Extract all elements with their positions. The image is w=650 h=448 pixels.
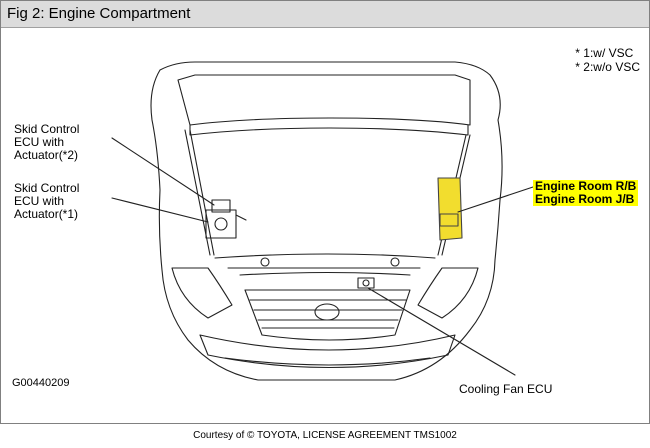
label-line: ECU with [14,194,65,208]
label-line: Skid Control [14,122,80,136]
skid-control-ecu-actuator [205,199,247,239]
hood [177,74,471,126]
label-engine-room-rb-jb: Engine Room R/B Engine Room J/B [533,179,639,206]
leader-line-cooling-fan [367,287,516,376]
label-line: Engine Room J/B [535,192,635,206]
cooling-fan-ecu [357,277,375,289]
figure-title: Fig 2: Engine Compartment [7,5,191,22]
legend-item-vsc: * 1:w/ VSC [575,46,634,60]
car-body-outline [150,61,503,381]
leader-line-engine-room [457,186,534,213]
label-line: Actuator(*1) [14,207,79,221]
copyright-footer: Courtesy of © TOYOTA, LICENSE AGREEMENT … [193,430,457,441]
legend: * 1:w/ VSC * 2:w/o VSC [575,46,640,74]
title-bar: Fig 2: Engine Compartment [1,1,649,28]
engine-room-relay-block [437,177,463,241]
label-skid-control-ecu-2: Skid Control ECU with Actuator(*2) [14,123,79,162]
label-cooling-fan-ecu: Cooling Fan ECU [459,382,553,396]
label-line: Engine Room R/B [535,179,637,193]
label-skid-control-ecu-1: Skid Control ECU with Actuator(*1) [14,182,79,221]
grille [244,289,411,341]
label-line: ECU with [14,135,65,149]
right-headlight [417,267,479,319]
front-bumper [199,334,456,369]
leader-line-skid-2 [111,137,215,206]
figure-code: G00440209 [12,377,70,389]
legend-item-no-vsc: * 2:w/o VSC [575,60,640,74]
left-headlight [171,267,233,319]
figure-frame: Fig 2: Engine Compartment [0,0,650,424]
brand-emblem [314,303,340,321]
label-line: Skid Control [14,181,80,195]
engine-bay [214,253,436,259]
leader-line-skid-1 [111,197,209,223]
label-line: Actuator(*2) [14,148,79,162]
